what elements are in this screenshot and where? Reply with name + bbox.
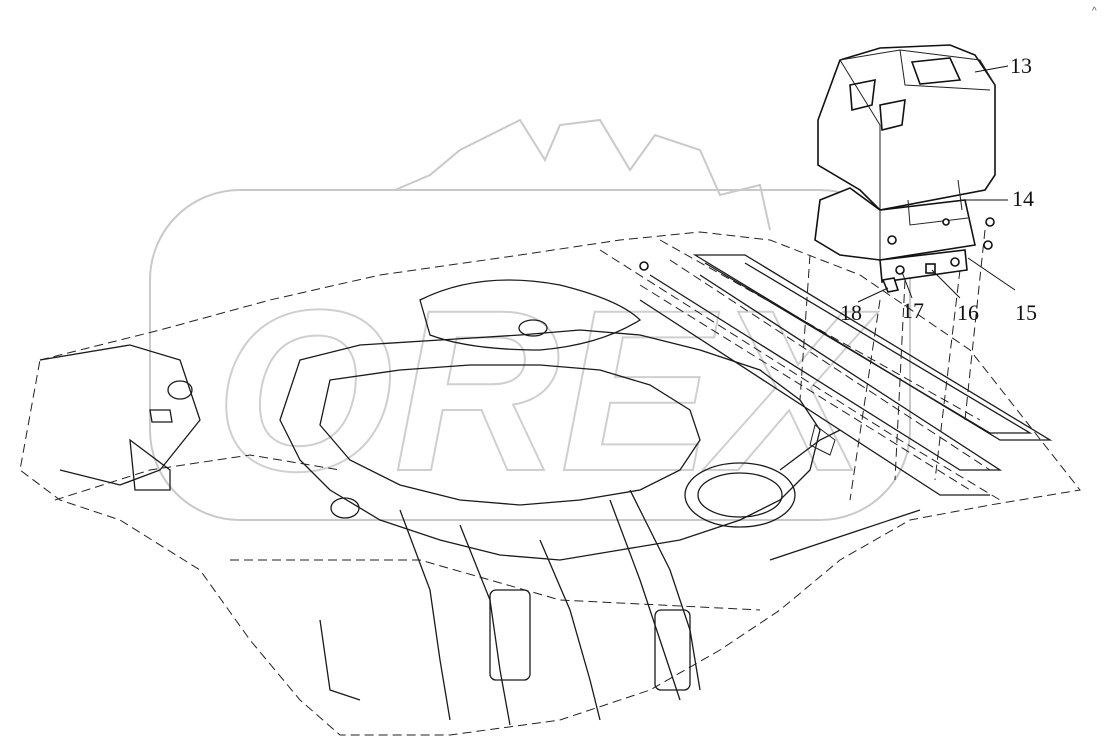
watermark-text: OREX <box>215 262 878 519</box>
gear-logo-icon <box>394 118 771 231</box>
screw-15a <box>985 217 995 227</box>
callout-15: 15 <box>1015 300 1037 325</box>
callout-13: 13 <box>1010 53 1032 78</box>
floor-ribs <box>639 254 1053 496</box>
callout-14: 14 <box>1012 186 1034 211</box>
callout-18: 18 <box>840 300 862 325</box>
assembly-guide-lines <box>799 229 986 501</box>
screw-15b <box>983 240 993 250</box>
floor-panel <box>19 231 1081 736</box>
clip-16 <box>925 263 936 274</box>
callout-16: 16 <box>957 300 979 325</box>
callout-17: 17 <box>902 298 924 323</box>
callout-labels: 13 14 15 16 17 18 <box>840 53 1037 325</box>
console-cover-part-13 <box>817 44 996 211</box>
console-base-part-14 <box>814 179 976 261</box>
corner-mark: ^ <box>1092 6 1097 17</box>
watermark-logo: OREX <box>149 118 911 521</box>
leader-lines <box>857 65 1016 303</box>
